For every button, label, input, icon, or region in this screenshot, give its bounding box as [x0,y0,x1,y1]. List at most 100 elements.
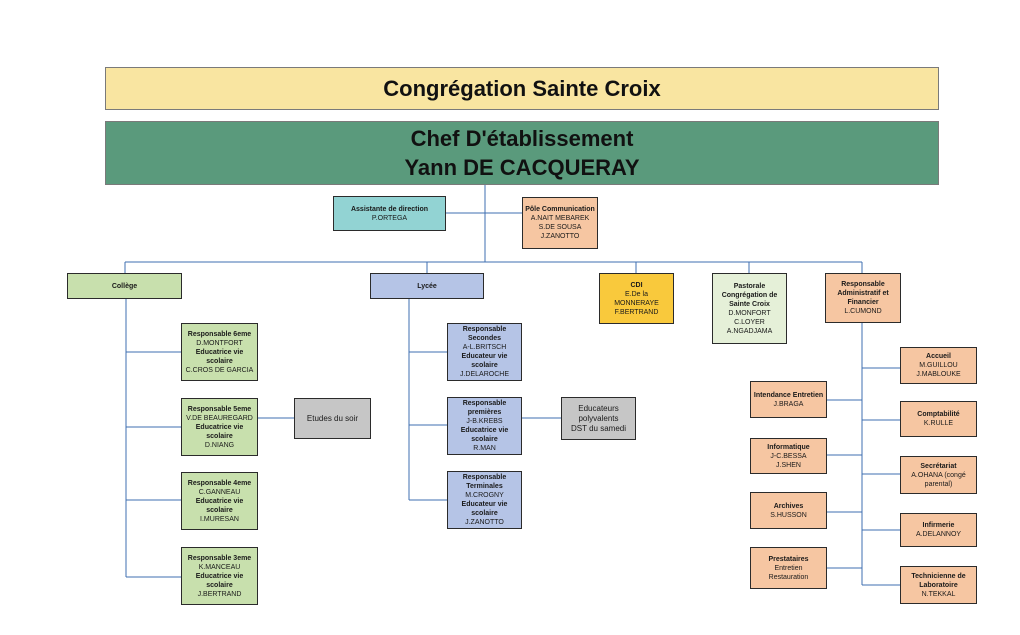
cdi-title: CDI [630,281,643,289]
responsable-title: Responsable 6eme [187,330,252,338]
service-name: Entretien [774,564,803,572]
educateur-role: Educatrice vie scolaire [195,348,244,365]
responsable-name: A-L.BRITSCH [462,344,507,351]
infirmerie-box: Infirmerie A.DELANNOY [900,513,977,547]
responsable-title: Responsable 3eme [187,554,252,562]
educateur-role: Educatrice vie scolaire [195,572,244,589]
educateurs-label: DST du samedi [571,423,626,433]
service-name: A.OHANA (congé [911,471,966,479]
responsable-premieres-box: Responsable premières J-B.KREBS Educatri… [447,397,522,455]
service-title: Archives [773,502,804,510]
educateurs-label: polyvalents [578,413,619,423]
service-name: J.BRAGA [773,400,804,408]
service-title: Infirmerie [922,522,955,529]
responsable-name: C.GANNEAU [198,488,241,496]
service-title: Comptabilité [917,411,960,418]
college-title: Collège [111,282,138,290]
educateurs-polyvalents-box: Educateurs polyvalents DST du samedi [561,397,636,440]
service-name: A.DELANNOY [915,531,962,538]
responsable-secondes-box: Responsable Secondes A-L.BRITSCH Educate… [447,323,522,381]
service-title: Accueil [926,353,951,360]
prestataires-box: Prestataires Entretien Restauration [750,547,827,589]
educateur-name: J.ZANOTTO [465,519,504,526]
service-title: Technicienne de Laboratoire [911,572,966,589]
pastorale-name: C.LOYER [734,318,765,326]
educateur-name: J.DELAROCHE [459,371,509,378]
responsable-name: K.MANCEAU [198,563,241,571]
assistante-name: P.ORTEGA [371,214,408,222]
responsable-terminales-box: Responsable Terminales M.CROGNY Educateu… [447,471,522,529]
service-title: Secrétariat [920,462,957,470]
etudes-du-soir-box: Etudes du soir [294,398,371,439]
responsable-name: J-B.KREBS [466,418,503,425]
comptabilite-box: Comptabilité K.RULLE [900,401,977,437]
pole-communication-name: J.ZANOTTO [540,233,580,240]
college-box: Collège [67,273,182,299]
pastorale-name: D.MONFORT [728,309,771,317]
responsable-name: D.MONTFORT [196,339,243,347]
pole-communication-name: A.NAIT MEBAREK [530,215,590,222]
responsable-title: Responsable Secondes [462,326,507,342]
chef-title: Chef D'établissement [410,126,634,151]
secretariat-box: Secrétariat A.OHANA (congé parental) [900,456,977,494]
cdi-name: E.De la MONNERAYE [614,290,659,307]
assistante-direction-box: Assistante de direction P.ORTEGA [333,196,446,231]
etudes-du-soir-label: Etudes du soir [306,413,359,423]
educateur-name: R.MAN [473,445,496,452]
informatique-box: Informatique J-C.BESSA J.SHEN [750,438,827,474]
responsable-title: Responsable premières [462,400,507,416]
responsable-title: Responsable Terminales [462,474,507,490]
responsable-4eme-box: Responsable 4eme C.GANNEAU Educatrice vi… [181,472,258,530]
raf-title: Responsable Administratif et Financier [837,281,889,306]
service-title: Informatique [767,443,810,451]
educateur-role: Educateur vie scolaire [461,353,508,369]
service-name: K.RULLE [923,420,954,427]
raf-box: Responsable Administratif et Financier L… [825,273,901,323]
service-name: parental) [924,480,953,488]
service-name: J.SHEN [776,461,801,469]
pole-communication-name: S.DE SOUSA [538,224,582,231]
service-name: N.TEKKAL [921,590,956,598]
raf-name: L.CUMOND [844,308,882,315]
educateur-role: Educateur vie scolaire [461,501,508,517]
responsable-title: Responsable 4eme [187,479,252,487]
chef-etablissement-banner: Chef D'établissement Yann DE CACQUERAY [105,121,939,185]
educateurs-label: Educateurs [578,403,619,413]
responsable-5eme-box: Responsable 5eme V.DE BEAUREGARD Educatr… [181,398,258,456]
cdi-name: F.BERTRAND [614,308,659,316]
pole-communication-box: Pôle Communication A.NAIT MEBAREK S.DE S… [522,197,598,249]
archives-box: Archives S.HUSSON [750,492,827,529]
congregation-title: Congrégation Sainte Croix [383,75,661,101]
educateur-role: Educatrice vie scolaire [195,423,244,440]
pole-communication-title: Pôle Communication [525,206,595,213]
service-name: Restauration [768,573,809,581]
educateur-name: C.CROS DE GARCIA [185,366,254,374]
responsable-3eme-box: Responsable 3eme K.MANCEAU Educatrice vi… [181,547,258,605]
technicienne-laboratoire-box: Technicienne de Laboratoire N.TEKKAL [900,566,977,604]
service-name: S.HUSSON [770,511,807,519]
cdi-box: CDI E.De la MONNERAYE F.BERTRAND [599,273,674,324]
chef-name: Yann DE CACQUERAY [404,155,640,180]
educateur-role: Educatrice vie scolaire [460,427,509,443]
pastorale-box: Pastorale Congrégation de Sainte Croix D… [712,273,787,344]
pastorale-name: A.NGADJAMA [726,327,773,335]
pastorale-title: Pastorale Congrégation de Sainte Croix [721,282,778,308]
congregation-banner: Congrégation Sainte Croix [105,67,939,110]
intendance-entretien-box: Intendance Entretien J.BRAGA [750,381,827,418]
educateur-name: I.MURESAN [200,515,239,523]
lycee-box: Lycée [370,273,484,299]
service-name: J.MABLOUKE [916,371,961,378]
responsable-name: M.CROGNY [465,492,504,499]
responsable-name: V.DE BEAUREGARD [186,414,253,422]
service-title: Prestataires [768,555,809,563]
educateur-name: J.BERTRAND [197,590,242,598]
assistante-title: Assistante de direction [350,205,429,213]
educateur-name: D.NIANG [204,441,235,449]
service-name: J-C.BESSA [770,452,807,460]
service-title: Intendance Entretien [753,391,824,399]
responsable-title: Responsable 5eme [187,405,252,413]
educateur-role: Educatrice vie scolaire [195,497,244,514]
lycee-title: Lycée [417,282,437,290]
accueil-box: Accueil M.GUILLOU J.MABLOUKE [900,347,977,384]
